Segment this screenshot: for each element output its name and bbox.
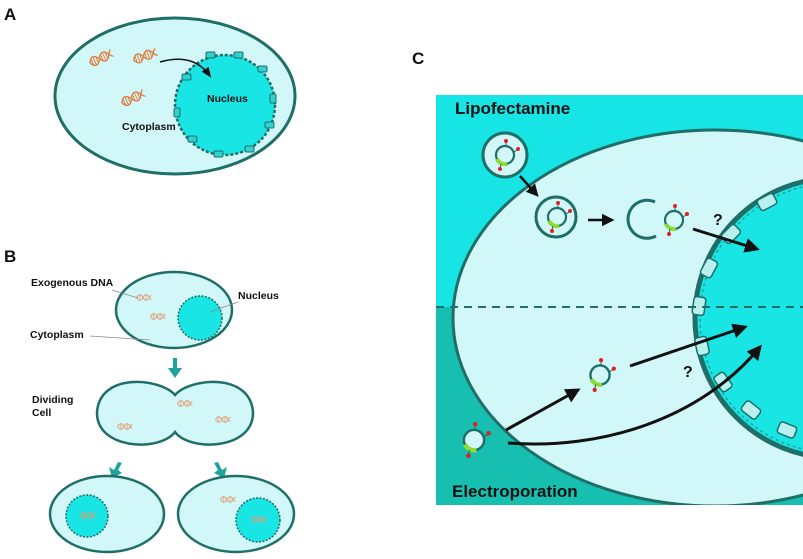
panel-b-dividing-label-2: Cell	[32, 407, 51, 419]
panel-c-arrow-cyto-nucleus	[629, 323, 748, 368]
panel-c-arrow-electro-entry	[505, 388, 581, 432]
panel-b-cytoplasm-label: Cytoplasm	[30, 329, 84, 341]
panel-b-dividing-cell	[95, 380, 255, 446]
panel-c-arrow-lipo-nucleus	[692, 227, 760, 253]
panel-c-question-top: ?	[713, 212, 723, 229]
panel-b-cytoplasm-leader	[89, 335, 151, 341]
panel-a-nuclear-pores	[173, 51, 277, 158]
panel-c-broken-endosome	[626, 198, 657, 240]
panel-a-cytoplasm-label: Cytoplasm	[122, 121, 176, 133]
panel-b-letter: B	[4, 247, 16, 266]
panel-b-exogenous-dna-leader	[111, 289, 139, 299]
panel-b-nucleus-leader	[209, 301, 239, 313]
panel-a: A Nucleus Cytoplasm	[4, 5, 297, 176]
panel-b-arrow-down-left	[109, 462, 122, 478]
panel-b-exogenous-dna-label: Exogenous DNA	[31, 277, 114, 289]
panel-b-dividing-label-1: Dividing	[32, 394, 73, 406]
panel-b-nucleus-top	[177, 295, 223, 341]
panel-a-letter: A	[4, 5, 16, 24]
panel-c-lipofectamine-label: Lipofectamine	[455, 99, 570, 118]
panel-a-nucleus-label: Nucleus	[207, 93, 248, 105]
panel-b-nucleus-label: Nucleus	[238, 290, 279, 302]
panel-c-arrow-direct-nucleus	[507, 344, 762, 446]
panel-c-letter: C	[412, 49, 424, 68]
panel-c: C	[412, 49, 803, 505]
panel-b-arrow-down-right	[214, 462, 227, 478]
panel-a-nucleus	[173, 53, 277, 157]
panel-b-arrow-down-1	[168, 358, 182, 378]
panel-c-question-bottom: ?	[683, 364, 693, 381]
panel-b: B Exogenous DNA Nucleus Cytoplasm Dividi…	[4, 247, 296, 554]
panel-a-import-arrow	[159, 58, 212, 78]
panel-c-electroporation-label: Electroporation	[452, 482, 578, 501]
panel-c-arrow-entry	[519, 175, 539, 197]
